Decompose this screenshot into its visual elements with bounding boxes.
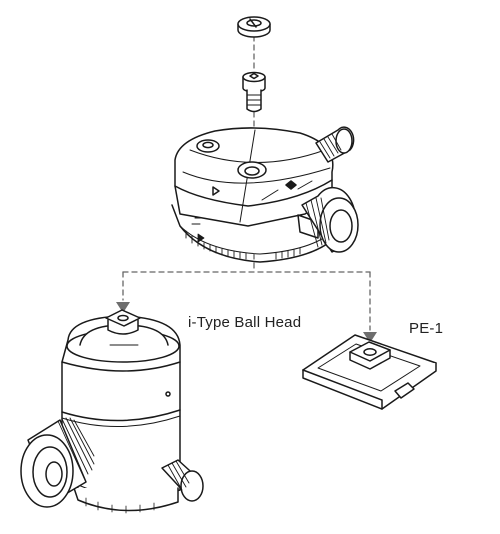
clamp-icon bbox=[171, 126, 359, 263]
ball-head-label: i-Type Ball Head bbox=[188, 314, 302, 331]
screw-icon bbox=[242, 71, 266, 113]
plate-icon bbox=[302, 334, 437, 410]
connector-arrow-icon bbox=[116, 253, 377, 343]
ball-head-icon bbox=[20, 309, 204, 514]
plate-label: PE-1 bbox=[409, 320, 444, 337]
washer-icon bbox=[237, 16, 271, 38]
